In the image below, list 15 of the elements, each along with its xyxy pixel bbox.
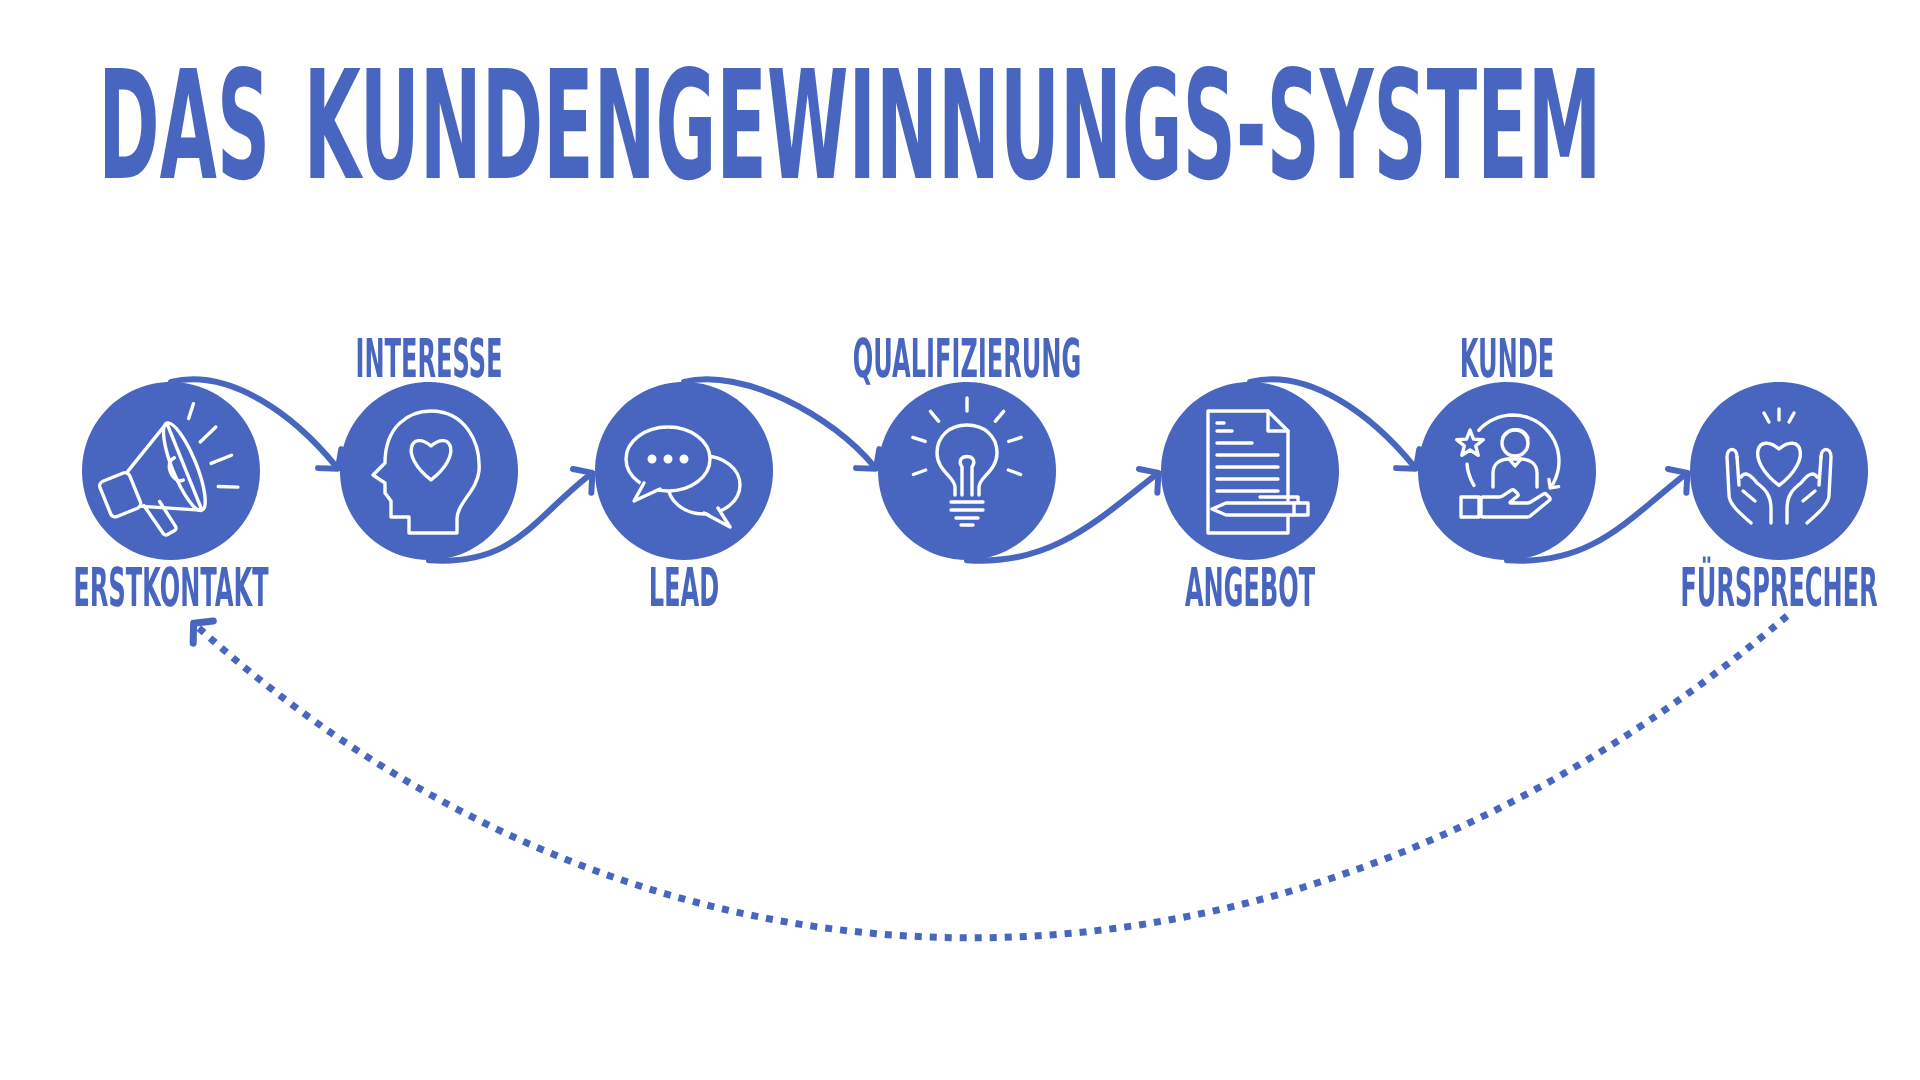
title: DAS KUNDENGEWINNUNGS-SYSTEM — [105, 65, 1595, 181]
curved-arrow — [681, 376, 883, 472]
dotted-arrow — [189, 613, 1790, 942]
step-label: ERSTKONTAKT — [75, 566, 269, 607]
step-label: FÜRSPRECHER — [1682, 556, 1878, 607]
curved-arrow — [1247, 376, 1423, 472]
curved-arrow — [426, 465, 596, 564]
curved-arrow — [168, 376, 345, 472]
step-label: ANGEBOT — [1185, 566, 1315, 607]
step-label: QUALIFIZIERUNG — [853, 337, 1080, 385]
step-label: KUNDE — [1462, 338, 1553, 378]
step-label: LEAD — [651, 567, 718, 606]
curved-arrow — [964, 465, 1162, 564]
curved-arrow — [1504, 465, 1691, 564]
step-label: INTERESSE — [357, 337, 501, 378]
